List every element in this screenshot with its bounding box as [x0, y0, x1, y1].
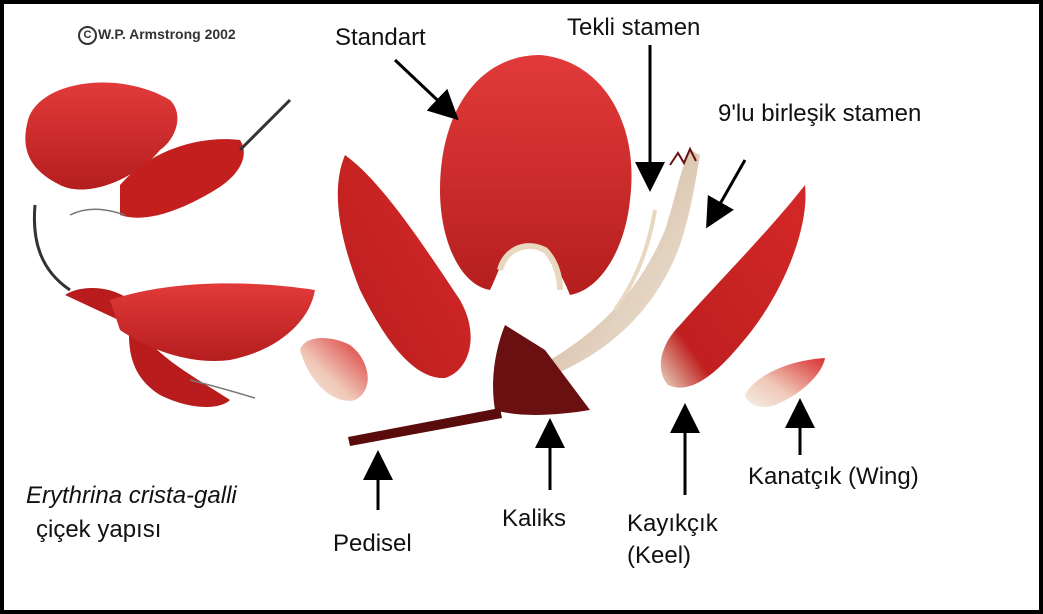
species-name: Erythrina crista-galli — [26, 482, 237, 510]
label-kaliks: Kaliks — [502, 505, 566, 533]
label-birlesik-stamen: 9'lu birleşik stamen — [718, 100, 921, 128]
flower-whole-bottom — [34, 205, 315, 407]
standard-petal — [440, 55, 632, 295]
arrow-standart — [395, 60, 450, 112]
label-kayikcik: Kayıkçık — [627, 510, 718, 538]
species-caption: çiçek yapısı — [36, 516, 161, 544]
copyright-text: W.P. Armstrong 2002 — [98, 26, 236, 42]
flower-whole-top — [25, 83, 290, 218]
label-standart: Standart — [335, 24, 426, 52]
label-tekli-stamen: Tekli stamen — [567, 14, 700, 42]
label-pedisel: Pedisel — [333, 530, 412, 558]
label-keel: (Keel) — [627, 542, 691, 570]
pedicel — [348, 408, 502, 446]
wing-small-right — [745, 358, 825, 407]
calyx — [493, 325, 590, 415]
arrow-birlesik-stamen — [712, 160, 745, 218]
wing-small-left — [300, 338, 368, 401]
label-kanatcik: Kanatçık (Wing) — [748, 463, 919, 491]
copyright-symbol: C — [78, 26, 97, 45]
